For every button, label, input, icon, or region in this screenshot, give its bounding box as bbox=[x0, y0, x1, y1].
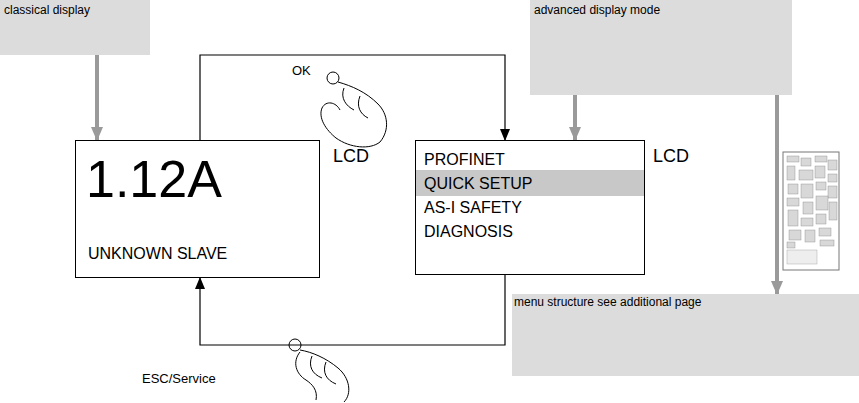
node-text: menu structure see additional page bbox=[514, 296, 701, 309]
node-text: 1.12A bbox=[86, 151, 222, 208]
node-text: UNKNOWN SLAVE bbox=[88, 245, 227, 263]
node-text: advanced display mode bbox=[534, 4, 660, 17]
grey-arrow bbox=[775, 95, 779, 294]
grey-arrow bbox=[95, 55, 99, 140]
hand-ok bbox=[321, 72, 387, 147]
lcd-label: LCD bbox=[653, 147, 689, 167]
node-text: QUICK SETUP bbox=[424, 175, 532, 193]
lcd-label: LCD bbox=[333, 147, 369, 167]
display-mode-note: advanced display mode bbox=[530, 0, 792, 95]
key-label: OK bbox=[290, 64, 313, 78]
lcd-screen: LCD1.12AUNKNOWN SLAVE bbox=[75, 140, 320, 278]
menu-thumbnail bbox=[783, 152, 839, 270]
flow-arrow bbox=[200, 275, 505, 345]
lcd-screen: LCDPROFINETQUICK SETUPAS-I SAFETYDIAGNOS… bbox=[415, 140, 645, 275]
node-text: classical display bbox=[4, 4, 90, 17]
node-text: DIAGNOSIS bbox=[424, 223, 513, 241]
flow-arrow bbox=[200, 55, 505, 140]
hand-esc bbox=[289, 339, 349, 402]
key-label: ESC/Service bbox=[140, 372, 218, 386]
node-text: PROFINET bbox=[424, 151, 505, 169]
display-mode-note: classical display bbox=[0, 0, 150, 55]
display-mode-note: menu structure see additional page bbox=[512, 294, 859, 376]
node-text: AS-I SAFETY bbox=[424, 199, 522, 217]
grey-arrow bbox=[573, 95, 577, 140]
